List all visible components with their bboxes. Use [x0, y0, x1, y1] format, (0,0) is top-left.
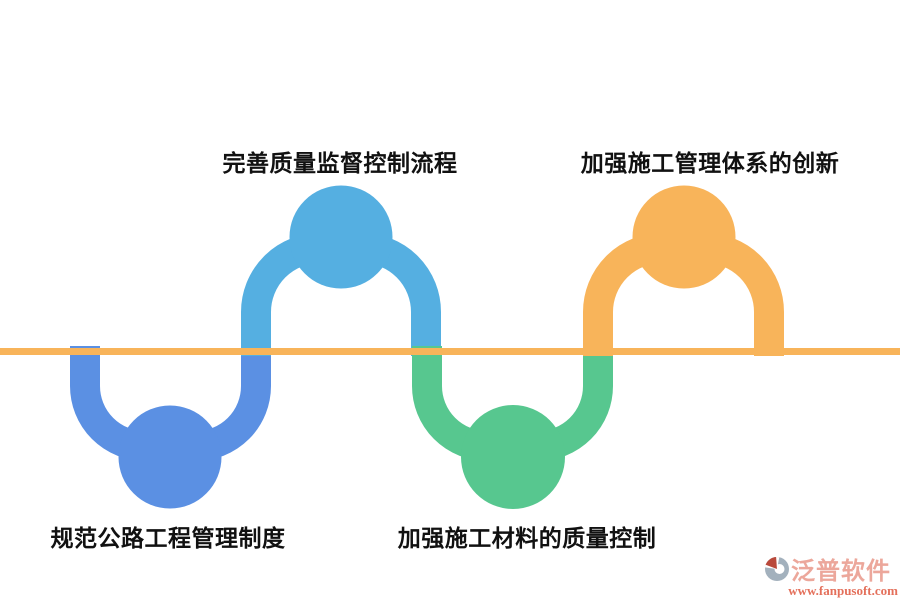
node-circle-4 — [632, 185, 736, 289]
logo-url-text: www.fanpusoft.com — [788, 583, 898, 598]
node-label-top-left: 完善质量监督控制流程 — [222, 150, 458, 176]
node-label-bottom-left: 规范公路工程管理制度 — [50, 525, 286, 551]
node-circle-2 — [289, 185, 393, 289]
logo-name-text: 泛普软件 — [791, 558, 891, 585]
node-label-top-right: 加强施工管理体系的创新 — [580, 150, 840, 176]
baseline-line — [0, 348, 900, 355]
node-circle-3 — [461, 405, 565, 509]
node-circle-1 — [118, 405, 222, 509]
fanpu-logo: 泛普软件 www.fanpusoft.com — [764, 551, 898, 599]
fanpu-logo-icon — [765, 556, 789, 581]
node-label-bottom-right: 加强施工材料的质量控制 — [397, 525, 657, 551]
fanpu-logo-row: 泛普软件 — [764, 551, 898, 586]
